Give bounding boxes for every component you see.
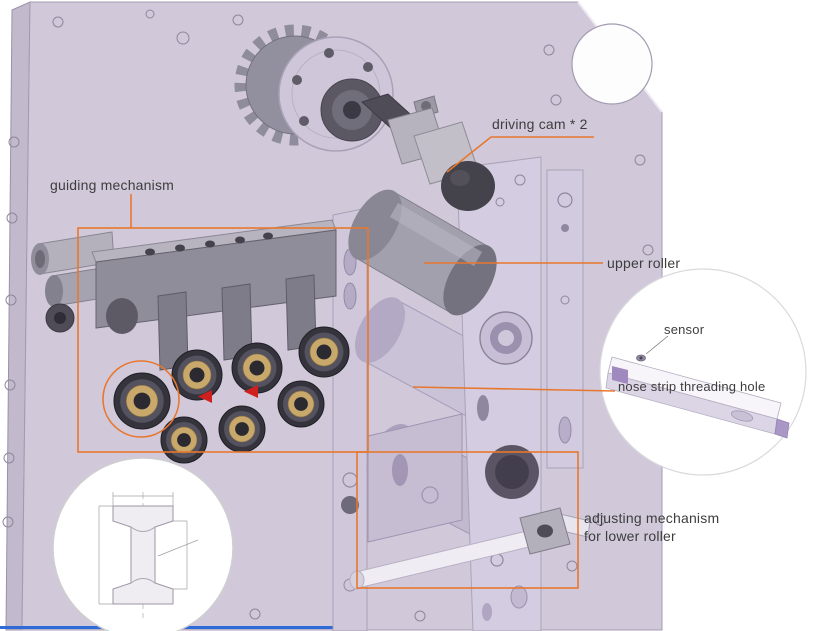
sensor-leader-line [645,335,669,355]
driving-cam-assembly [387,95,495,211]
rear-support-column [546,169,584,469]
dimension-lines [98,492,199,605]
clamp-fingers [157,274,317,371]
guide-bushing [298,326,350,378]
adjusting-mechanism-label-line2: for lower roller [584,528,676,544]
driving-cam-leader-line [446,136,594,173]
detail-view-sensor-bar [599,268,807,476]
adjusting-mechanism-label-line1: adjusting mechanism [584,510,720,526]
adjusting-block [519,507,591,555]
guiding-mechanism-highlight-box [77,227,369,453]
guide-bushing [113,372,171,430]
upper-roller-label: upper roller [607,255,681,271]
nose-strip-threading-hole-label: nose strip threading hole [618,379,766,394]
cam-follower-cylinder [441,161,495,211]
threading-hole-notch [612,366,628,384]
adjusting-mechanism-label: adjusting mechanism for lower roller [584,509,719,545]
guiding-mechanism-label: guiding mechanism [50,177,175,193]
sensor-label: sensor [664,322,705,337]
guiding-mechanism [31,219,350,464]
lower-roller-bracket [367,413,463,543]
detail-view-roller-profile [52,457,234,631]
driving-cam-label: driving cam * 2 [492,116,588,132]
adjusting-mechanism-highlight-box [356,451,579,589]
red-arrow-marks [198,385,258,403]
guide-bushing [171,349,223,401]
guide-bushings [113,326,350,464]
nose-strip-leader-line [412,386,616,392]
bushing-highlight-circle [102,360,180,438]
guide-bushing [231,342,283,394]
annotation-overlays [77,136,616,589]
guide-bushing [160,416,208,464]
guide-bushing [218,405,266,453]
drive-sprocket [234,24,394,152]
guide-bushing [277,380,325,428]
roller-frame-strip [332,207,368,631]
